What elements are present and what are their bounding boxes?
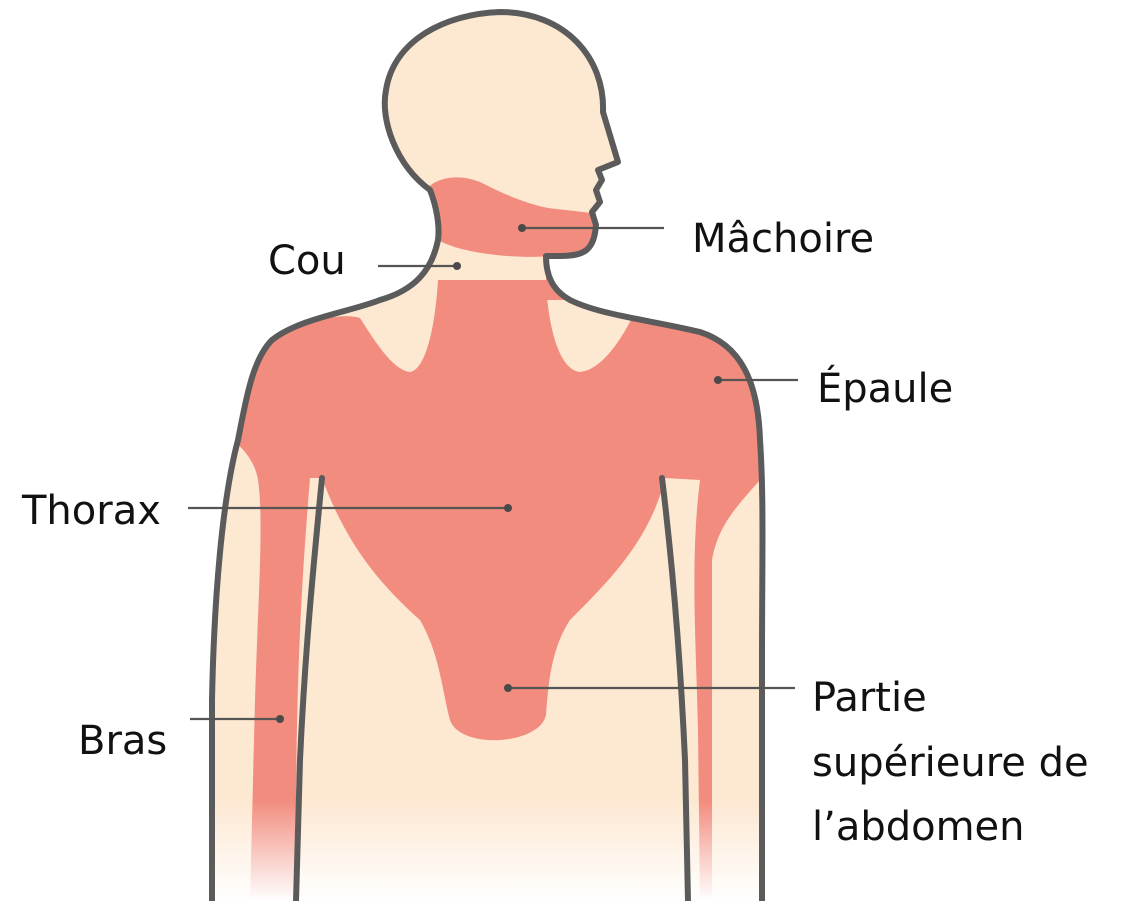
label-abdomen-line-1: Partie (812, 675, 927, 721)
label-abdomen-line-3: l’abdomen (812, 804, 1025, 850)
label-thorax: Thorax (21, 488, 161, 534)
label-cou: Cou (268, 238, 346, 284)
label-abdomen-line-2: supérieure de (812, 740, 1089, 786)
label-bras: Bras (78, 718, 167, 764)
label-epaule: Épaule (817, 364, 953, 412)
bottom-fade (200, 800, 780, 901)
label-machoire: Mâchoire (692, 216, 874, 262)
